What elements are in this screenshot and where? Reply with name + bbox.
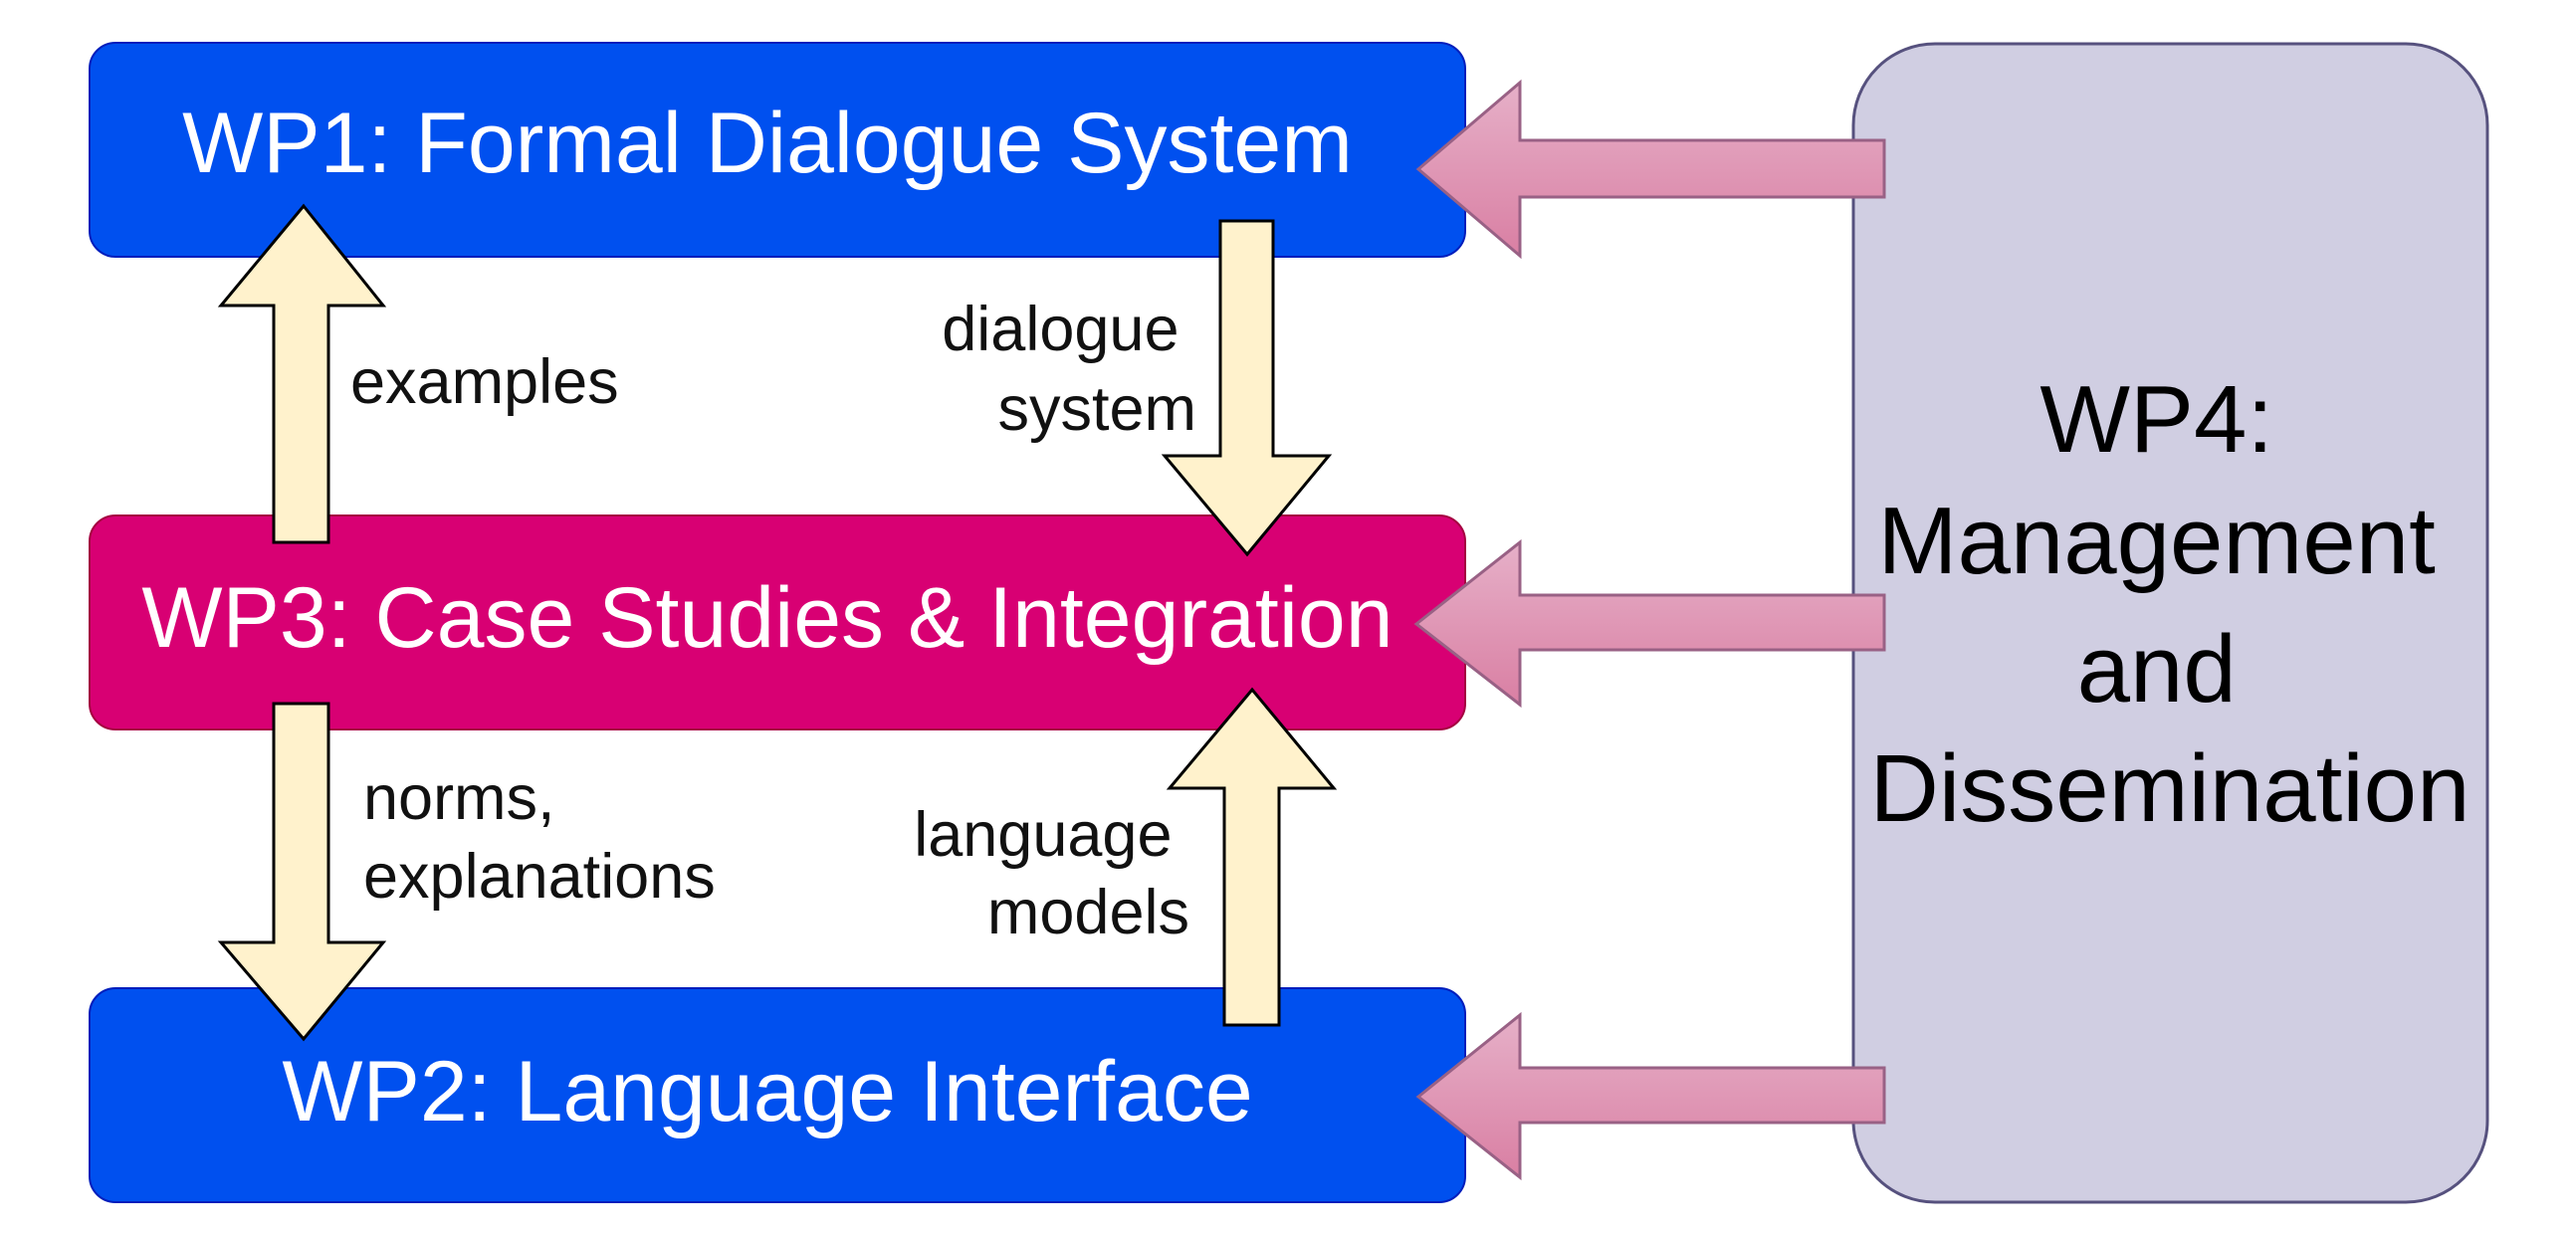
norms-explanations-label: norms, explanations (363, 763, 716, 912)
norms-explanations-label-line-1: norms, (363, 763, 555, 833)
examples-arrow (217, 203, 387, 544)
wp3-box[interactable]: WP3: Case Studies & Integration (89, 515, 1466, 730)
wp4-title-line-2: Management (1877, 488, 2435, 594)
language-models-label: language models (914, 800, 1189, 947)
wp4-title-line-3: and (2077, 616, 2237, 722)
norms-explanations-label-line-2: explanations (363, 842, 716, 912)
wp4-to-wp1-arrow (1415, 79, 1886, 260)
wp3-title: WP3: Case Studies & Integration (141, 570, 1393, 666)
dialogue-system-arrow (1161, 219, 1333, 557)
wp2-title: WP2: Language Interface (282, 1044, 1252, 1139)
language-models-label-line-1: language (914, 800, 1172, 870)
examples-label: examples (350, 347, 619, 417)
wp4-to-wp2-arrow (1415, 1011, 1886, 1181)
wp4-to-wp3-arrow (1413, 538, 1886, 709)
language-models-arrow (1166, 687, 1338, 1027)
wp1-title: WP1: Formal Dialogue System (182, 96, 1353, 191)
wp4-title: WP4: Management and Dissemination (1870, 366, 2470, 842)
dialogue-system-label-line-2: system (997, 374, 1196, 444)
wp4-title-line-1: WP4: (2039, 366, 2273, 473)
wp2-box[interactable]: WP2: Language Interface (89, 987, 1466, 1203)
wp4-title-line-4: Dissemination (1870, 735, 2470, 842)
language-models-label-line-2: models (987, 878, 1189, 947)
norms-explanations-arrow (217, 702, 387, 1042)
wp1-box[interactable]: WP1: Formal Dialogue System (89, 42, 1466, 258)
dialogue-system-label-line-1: dialogue (942, 295, 1179, 364)
dialogue-system-label: dialogue system (942, 295, 1196, 444)
wp4-box[interactable]: WP4: Management and Dissemination (1851, 42, 2489, 1204)
